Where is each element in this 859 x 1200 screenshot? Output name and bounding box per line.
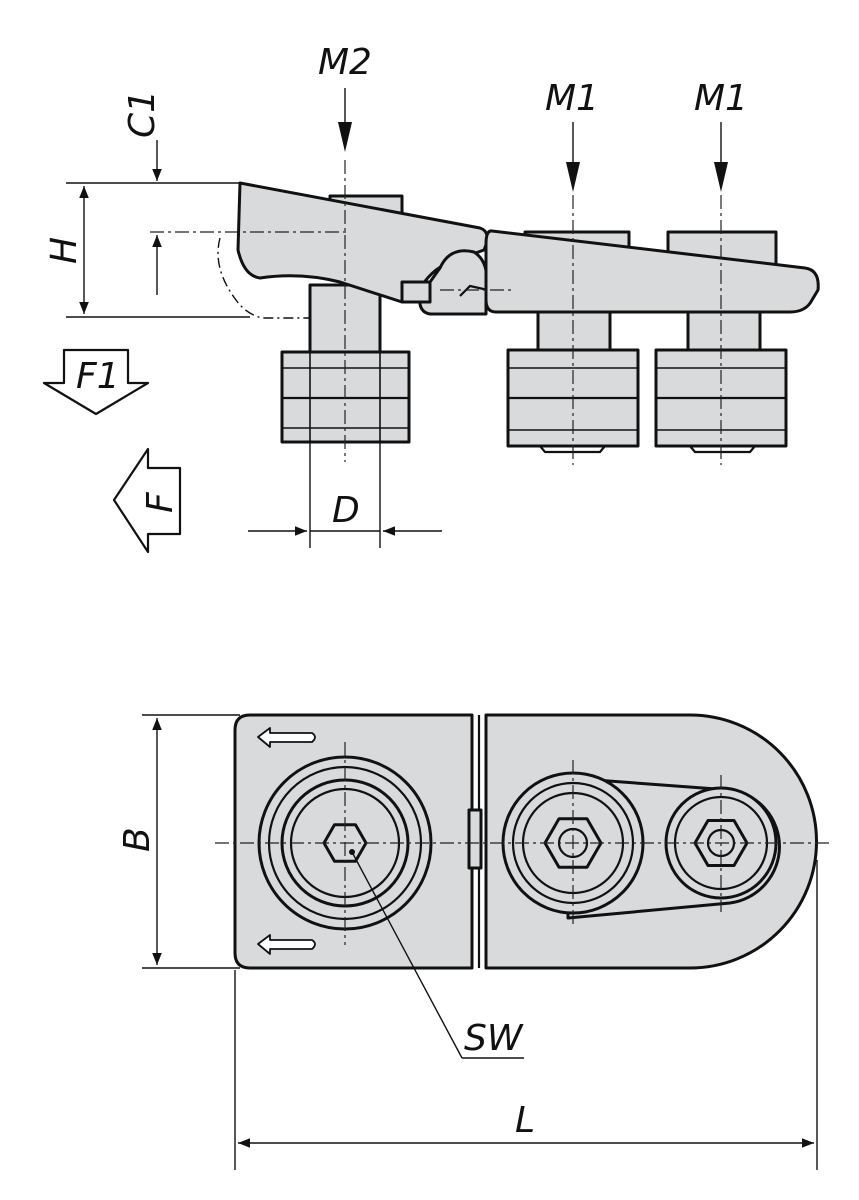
arrow-m2 — [338, 88, 352, 152]
side-view: M2 M1 M1 H C1 D F1 — [42, 42, 820, 554]
label-m1-right: M1 — [694, 78, 748, 119]
hollow-arrow-left-icon — [112, 447, 182, 554]
leader-sw — [349, 849, 524, 1059]
small-arrow-left-icon — [257, 934, 316, 955]
small-arrow-left-icon — [257, 727, 316, 748]
arrow-m1-right — [714, 122, 728, 192]
right-clamp-arm — [484, 229, 820, 314]
label-f1: F1 — [76, 356, 120, 397]
label-f: F — [140, 491, 181, 513]
top-view: SW B L — [117, 713, 832, 1170]
label-h: H — [44, 237, 85, 264]
label-c1: C1 — [122, 90, 163, 138]
arrow-m1-middle — [566, 122, 580, 192]
lever-swing-outline — [217, 237, 310, 319]
dimension-h — [66, 182, 250, 318]
label-m2: M2 — [318, 42, 372, 83]
label-sw: SW — [464, 1018, 524, 1059]
label-l: L — [515, 1100, 535, 1141]
dimension-b — [142, 714, 240, 969]
dimension-d — [248, 440, 442, 548]
dimension-l — [234, 860, 818, 1170]
label-m1-middle: M1 — [545, 78, 599, 119]
label-d: D — [332, 490, 360, 531]
split-tab — [467, 808, 483, 870]
label-b: B — [117, 827, 158, 852]
hollow-arrow-down-icon — [42, 348, 150, 416]
